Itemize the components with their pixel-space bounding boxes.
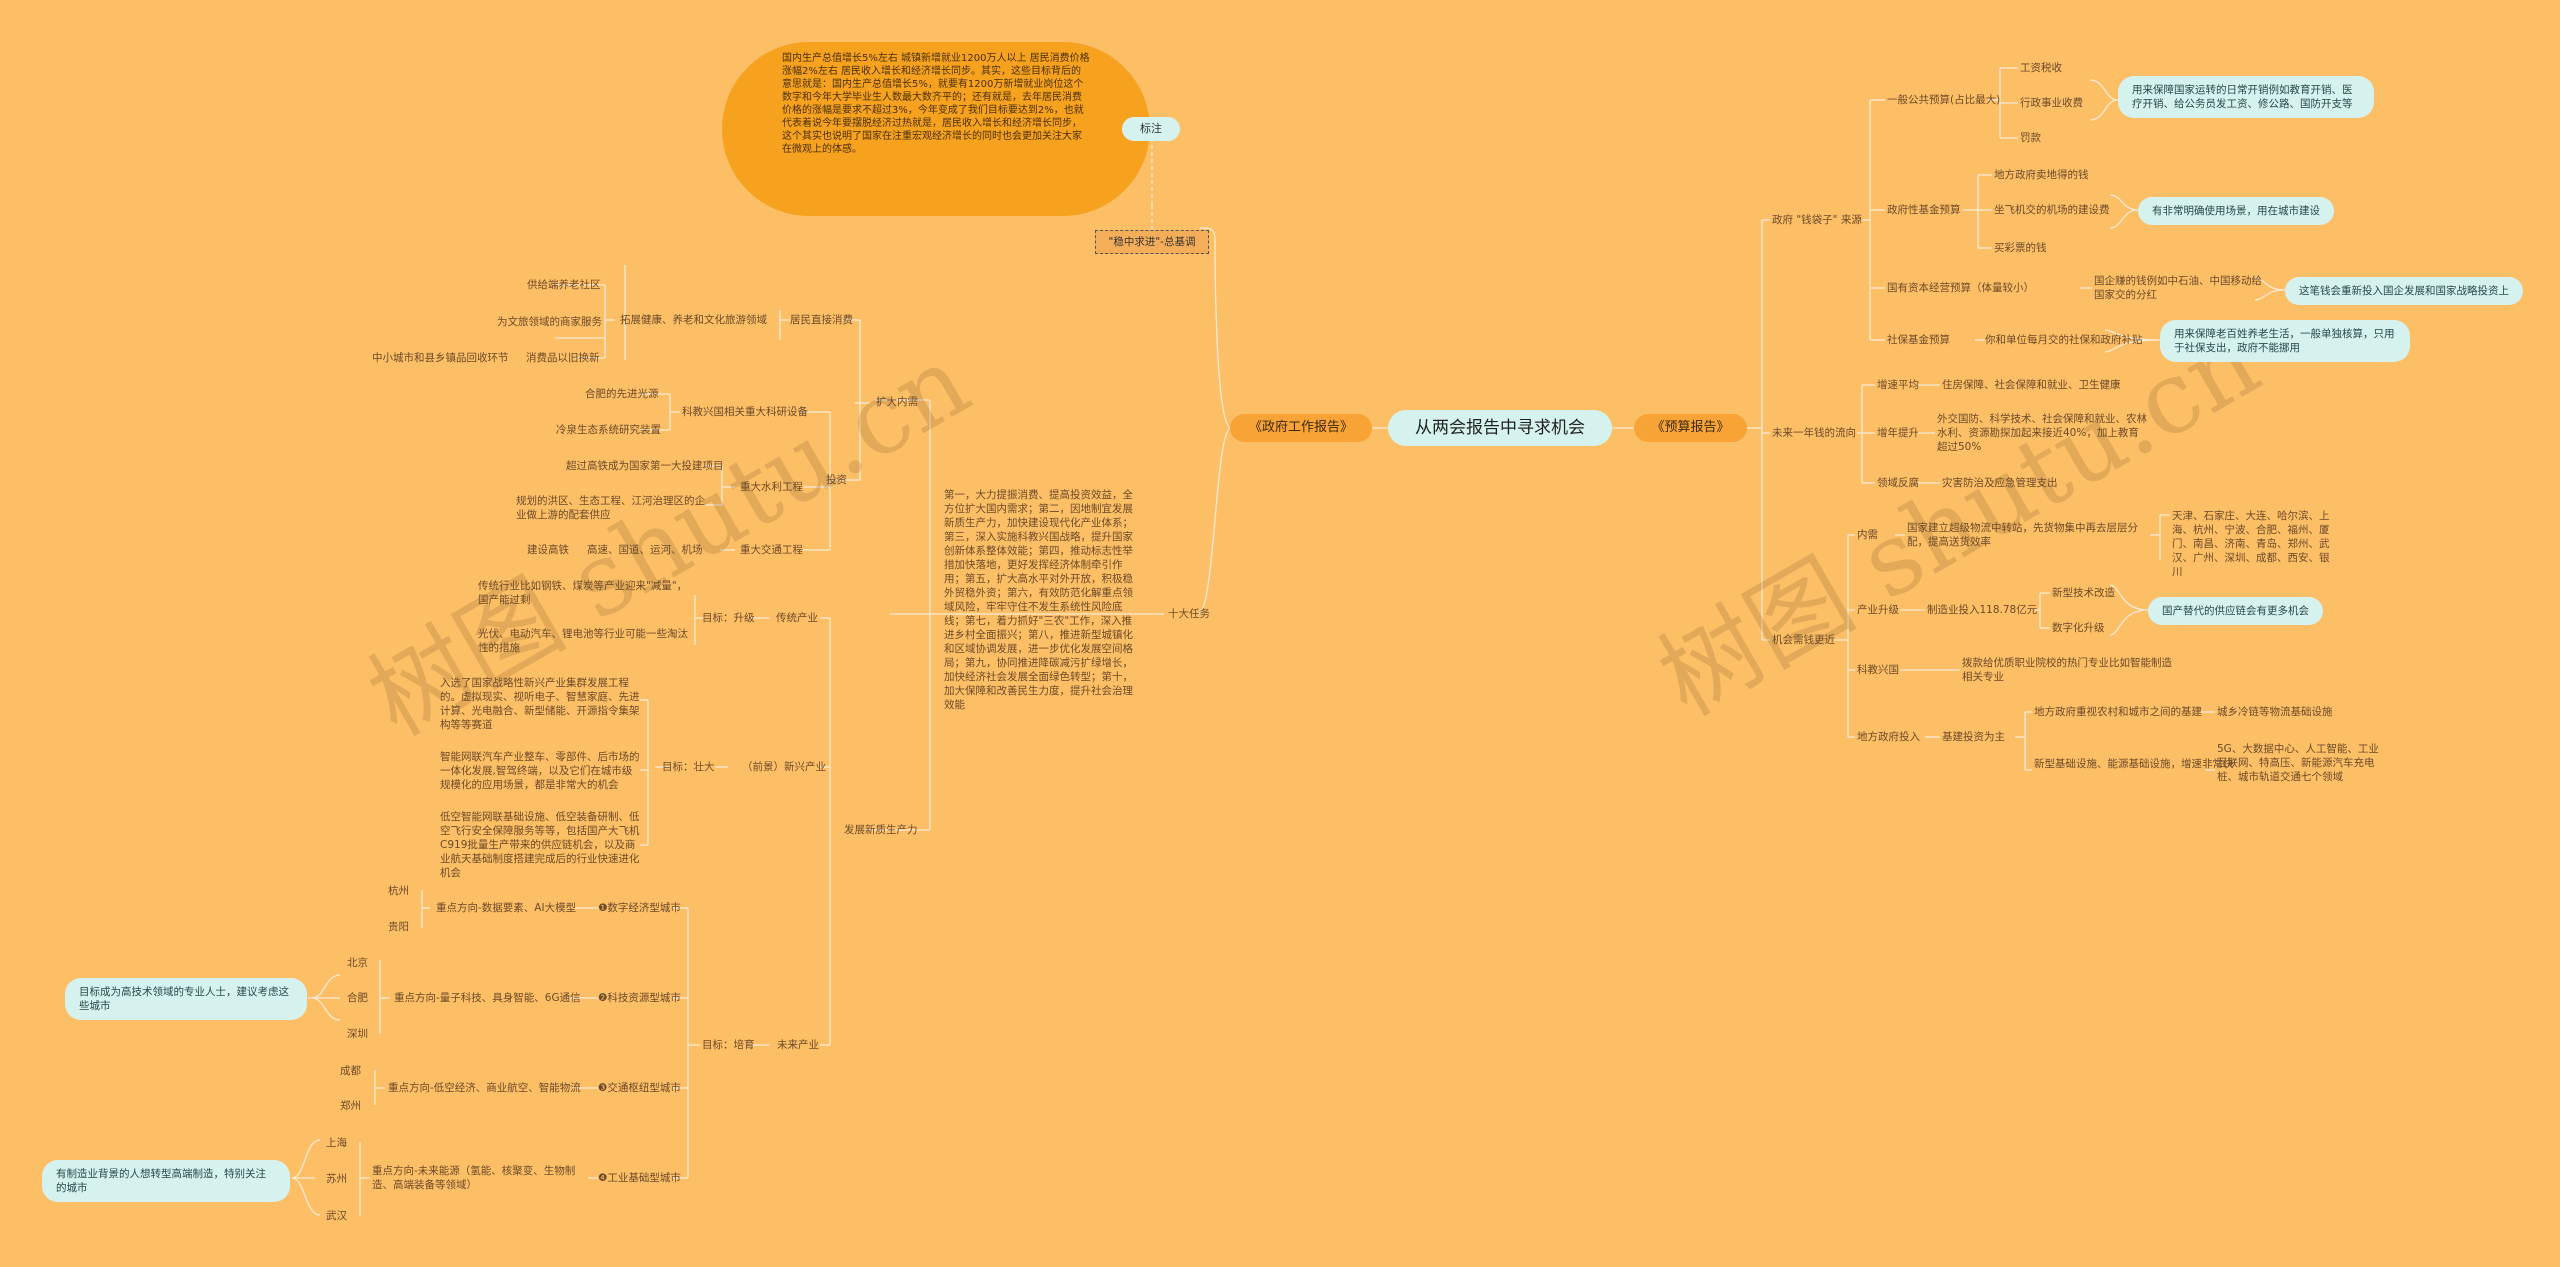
city-label: 上海 (326, 1137, 347, 1149)
expand-demand-label[interactable]: 扩大内需 (876, 396, 918, 408)
traffic-project-label[interactable]: 重大交通工程 (740, 544, 803, 556)
social-note: 用来保障老百姓养老生活，一般单独核算，只用于社保支出，政府不能挪用 (2160, 320, 2410, 362)
emerging-item: 低空智能网联基础设施、低空装备研制、低空飞行安全保障服务等等，包括国产大飞机C9… (440, 811, 640, 879)
traffic-item-rail: 建设高铁 (527, 544, 569, 556)
edu-label[interactable]: 科教兴国 (1857, 664, 1899, 676)
city-label: 杭州 (388, 885, 409, 897)
opportunity-label[interactable]: 机会需钱更近 (1772, 634, 1835, 646)
consumption-mid[interactable]: 拓展健康、养老和文化旅游领域 (620, 314, 767, 326)
traditional-goal[interactable]: 目标：升级 (702, 612, 755, 624)
tech-equip-label[interactable]: 科教兴国相关重大科研设备 (682, 406, 808, 418)
root-node[interactable]: 从两会报告中寻求机会 (1388, 410, 1612, 446)
trend-item-text: 住房保障、社会保障和就业、卫生健康 (1942, 379, 2121, 391)
fund-item: 地方政府卖地得的钱 (1994, 169, 2089, 181)
water-project-item: 超过高铁成为国家第一大投建项目 (566, 460, 724, 472)
emerging-item: 入选了国家战略性新兴产业集群发展工程的。虚拟现实、视听电子、智慧家庭、先进计算、… (440, 677, 640, 731)
city-label: 成都 (340, 1065, 361, 1077)
budget-report-node[interactable]: 《预算报告》 (1634, 414, 1747, 442)
future-focus: 重点方向-量子科技、具身智能、6G通信 (394, 992, 581, 1004)
trend-item-label[interactable]: 增年提升 (1877, 427, 1919, 439)
future-focus: 重点方向-数据要素、AI大模型 (436, 902, 577, 914)
fund-budget-label[interactable]: 政府性基金预算 (1887, 204, 1961, 216)
traditional-item: 光伏、电动汽车、锂电池等行业可能一些淘汰性的措施 (478, 628, 688, 654)
money-source-label[interactable]: 政府 "钱袋子" 来源 (1772, 214, 1862, 226)
state-item: 国企赚的钱例如中石油、中国移动给国家交的分红 (2094, 275, 2262, 301)
edu-text: 拨款给优质职业院校的热门专业比如智能制造相关专业 (1962, 657, 2172, 683)
tech-city-note: 目标成为高技术领域的专业人士，建议考虑这些城市 (65, 978, 307, 1020)
investment-label[interactable]: 投资 (826, 474, 847, 486)
water-project-item: 规划的洪区、生态工程、江河治理区的企业做上游的配套供应 (516, 495, 705, 521)
new-productivity-label[interactable]: 发展新质生产力 (844, 824, 918, 836)
city-label: 深圳 (347, 1028, 368, 1040)
trend-label[interactable]: 未来一年钱的流向 (1772, 427, 1856, 439)
consumption-label[interactable]: 居民直接消费 (790, 314, 853, 326)
general-note: 用来保障国家运转的日常开销例如教育开销、医疗开销、给公务员发工资、修公路、国防开… (2118, 76, 2374, 118)
local-gov-label[interactable]: 地方政府投入 (1857, 731, 1920, 743)
general-item: 工资税收 (2020, 62, 2062, 74)
domestic-text: 国家建立超级物流中转站，先货物集中再去层层分配，提高送货效率 (1907, 522, 2138, 548)
consumption-item: 消费品以旧换新 (526, 352, 600, 364)
city-label: 北京 (347, 957, 368, 969)
emerging-item: 智能网联汽车产业整车、零部件、后市场的一体化发展,智驾终端，以及它们在城市级规模… (440, 751, 640, 791)
future-focus: 重点方向-低空经济、商业航空、智能物流 (388, 1082, 581, 1094)
city-label: 武汉 (326, 1210, 347, 1222)
note-tag[interactable]: 标注 (1122, 117, 1180, 141)
general-item: 行政事业收费 (2020, 97, 2083, 109)
state-budget-label[interactable]: 国有资本经营预算（体量较小） (1887, 282, 2034, 294)
emerging-goal[interactable]: 目标：壮大 (662, 761, 715, 773)
future-group-industrial[interactable]: ❹工业基础型城市 (598, 1172, 681, 1184)
future-industry-label[interactable]: 未来产业 (777, 1039, 819, 1051)
consumption-item: 供给端养老社区 (527, 279, 601, 291)
general-budget-label[interactable]: 一般公共预算(占比最大) (1887, 94, 2001, 106)
future-group-tech[interactable]: ❷科技资源型城市 (598, 992, 681, 1004)
industry-upgrade-text: 制造业投入118.78亿元 (1927, 604, 2038, 616)
fund-note: 有非常明确使用场景，用在城市建设 (2138, 197, 2334, 225)
domestic-cities: 天津、石家庄、大连、哈尔滨、上海、杭州、宁波、合肥、福州、厦门、南昌、济南、青岛… (2172, 510, 2330, 578)
industry-note: 国产替代的供应链会有更多机会 (2148, 597, 2323, 625)
state-note: 这笔钱会重新投入国企发展和国家战略投资上 (2285, 277, 2523, 305)
ten-tasks-label[interactable]: 十大任务 (1168, 608, 1210, 620)
industry-item: 数字化升级 (2052, 622, 2105, 634)
local-gov-detail: 城乡冷链等物流基础设施 (2217, 706, 2333, 718)
trend-item-text: 灾害防治及应急管理支出 (1942, 477, 2058, 489)
industry-upgrade-label[interactable]: 产业升级 (1857, 604, 1899, 616)
fund-item: 买彩票的钱 (1994, 242, 2047, 254)
water-project-label[interactable]: 重大水利工程 (740, 481, 803, 493)
local-gov-item: 新型基础设施、能源基础设施，增速非常快 (2034, 758, 2234, 770)
traditional-item: 传统行业比如钢铁、煤炭等产业迎来"减量"，国产能过剩 (478, 580, 688, 606)
gov-report-node[interactable]: 《政府工作报告》 (1230, 414, 1372, 442)
trend-item-label[interactable]: 增速平均 (1877, 379, 1919, 391)
future-focus: 重点方向-未来能源（氢能、核聚变、生物制造、高端装备等领域） (372, 1165, 576, 1191)
tech-equip-item: 合肥的先进光源 (585, 388, 659, 400)
general-item: 罚款 (2020, 132, 2041, 144)
consumption-item: 为文旅领域的商家服务 (497, 316, 602, 328)
future-goal[interactable]: 目标：培育 (702, 1039, 755, 1051)
city-label: 苏州 (326, 1173, 347, 1185)
local-gov-item: 地方政府重视农村和城市之间的基建 (2034, 706, 2202, 718)
industrial-city-note: 有制造业背景的人想转型高端制造，特别关注的城市 (42, 1160, 290, 1202)
traditional-industry-label[interactable]: 传统产业 (776, 612, 818, 624)
city-label: 贵阳 (388, 921, 409, 933)
traffic-item-roads: 高速、国道、运河、机场 (587, 544, 703, 556)
future-group-digital[interactable]: ❶数字经济型城市 (598, 902, 681, 914)
emerging-industry-label[interactable]: （前景）新兴产业 (742, 761, 826, 773)
trend-item-label[interactable]: 领域反腐 (1877, 477, 1919, 489)
local-gov-detail: 5G、大数据中心、人工智能、工业互联网、特高压、新能源汽车充电桩、城市轨道交通七… (2217, 743, 2379, 783)
trend-item-text: 外交国防、科学技术、社会保障和就业、农林水利、资源勘探加起来接近40%，加上教育… (1937, 413, 2147, 453)
note-bubble: 国内生产总值增长5%左右 城镇新增就业1200万人以上 居民消费价格涨幅2%左右… (722, 42, 1150, 216)
future-group-transport[interactable]: ❸交通枢纽型城市 (598, 1082, 681, 1094)
industry-item: 新型技术改造 (2052, 587, 2115, 599)
city-label: 郑州 (340, 1100, 361, 1112)
tech-equip-item: 冷泉生态系统研究装置 (556, 424, 661, 436)
social-budget-label[interactable]: 社保基金预算 (1887, 334, 1950, 346)
domestic-label[interactable]: 内需 (1857, 529, 1878, 541)
city-label: 合肥 (347, 992, 368, 1004)
ten-tasks-text: 第一，大力提振消费、提高投资效益，全方位扩大国内需求；第二，因地制宜发展新质生产… (944, 489, 1133, 711)
fund-item: 坐飞机交的机场的建设费 (1994, 204, 2110, 216)
local-gov-mid[interactable]: 基建投资为主 (1942, 731, 2005, 743)
social-item: 你和单位每月交的社保和政府补贴 (1985, 334, 2143, 346)
keynote-box[interactable]: "稳中求进"-总基调 (1095, 230, 1209, 254)
consumption-item: 中小城市和县乡镇品回收环节 (372, 352, 509, 364)
